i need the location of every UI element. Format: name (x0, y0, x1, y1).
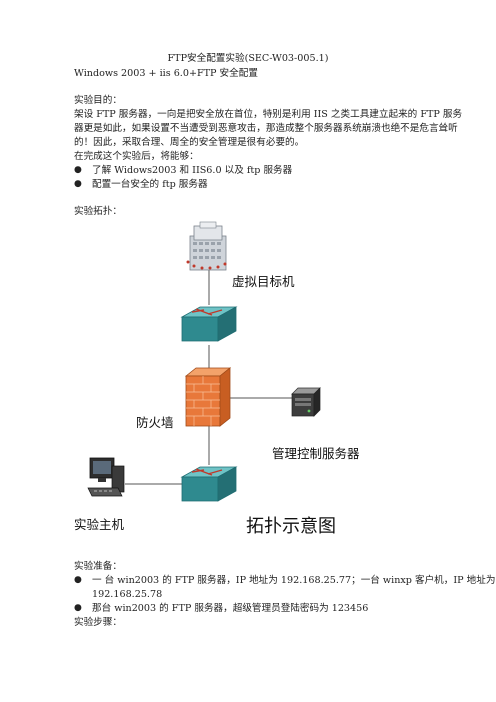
connection-lines (125, 268, 292, 485)
label-target-machine: 虚拟目标机 (232, 274, 295, 289)
topology-heading: 实验拓扑： (74, 206, 122, 217)
switch-icon (180, 466, 238, 502)
purpose-para-line3: 的！因此，采取合理、周全的安全管理是很有必要的。 (74, 137, 305, 148)
bullet-dot: ● (74, 165, 82, 175)
purpose-bullet-1: 了解 Widows2003 和 IIS6.0 以及 ftp 服务器 (92, 165, 293, 176)
diagram-title: 拓扑示意图 (246, 516, 336, 537)
prep-bullet-1-line1: 一 台 win2003 的 FTP 服务器，IP 地址为 192.168.25.… (92, 575, 496, 586)
firewall-icon (184, 367, 232, 427)
purpose-para-line2: 器更是如此，如果设置不当遭受到恶意攻击，那造成整个服务器系统崩溃也绝不是危言耸听 (74, 123, 458, 134)
purpose-para-line1: 架设 FTP 服务器，一向是把安全放在首位，特别是利用 IIS 之类工具建立起来… (74, 109, 463, 120)
purpose-bullet-2: 配置一台安全的 ftp 服务器 (92, 179, 208, 190)
purpose-heading: 实验目的： (74, 95, 122, 106)
bullet-dot: ● (74, 179, 82, 189)
server-icon (186, 221, 227, 271)
prep-bullet-2: 那台 win2003 的 FTP 服务器，超级管理员登陆密码为 123456 (92, 603, 369, 614)
prep-heading: 实验准备： (74, 561, 122, 572)
prep-bullet-1-line2: 192.168.25.78 (92, 589, 163, 600)
management-server-icon (291, 387, 321, 417)
workstation-icon (87, 457, 125, 497)
document-subtitle: Windows 2003 + iis 6.0+FTP 安全配置 (74, 68, 258, 79)
label-firewall: 防火墙 (136, 415, 174, 430)
bullet-dot: ● (74, 575, 82, 585)
steps-heading: 实验步骤： (74, 617, 122, 628)
document-title: FTP安全配置实验(SEC-W03-005.1) (167, 53, 329, 64)
bullet-dot: ● (74, 603, 82, 613)
switch-icon (180, 306, 238, 342)
purpose-para2: 在完成这个实验后，将能够： (74, 151, 199, 162)
label-management-server: 管理控制服务器 (272, 446, 360, 461)
label-experiment-host: 实验主机 (74, 517, 125, 532)
